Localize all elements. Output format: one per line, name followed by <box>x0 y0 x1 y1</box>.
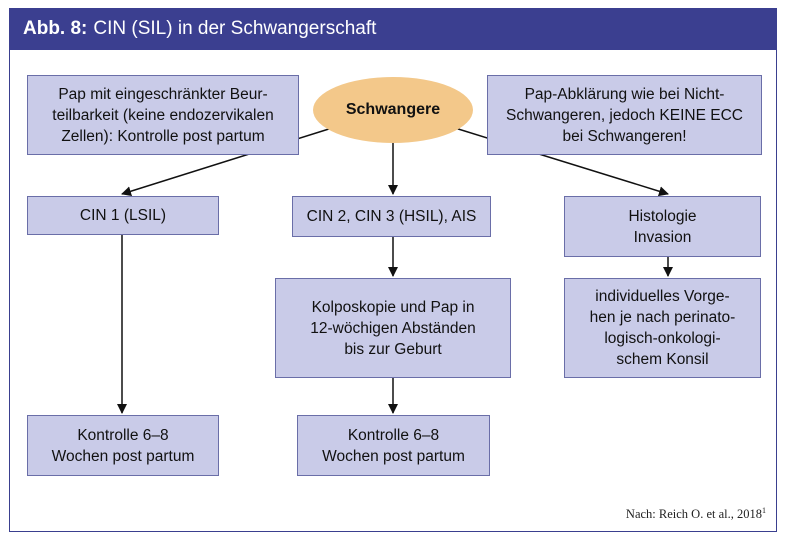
individual-box: individuelles Vorge- hen je nach perinat… <box>564 278 761 378</box>
cin23-box: CIN 2, CIN 3 (HSIL), AIS <box>292 196 491 237</box>
control-left-box: Kontrolle 6–8 Wochen post partum <box>27 415 219 476</box>
source-superscript: 1 <box>762 505 766 515</box>
colposcopy-box: Kolposkopie und Pap in 12-wöchigen Abstä… <box>275 278 511 378</box>
cin1-box: CIN 1 (LSIL) <box>27 196 219 235</box>
control-mid-box: Kontrolle 6–8 Wochen post partum <box>297 415 490 476</box>
pregnant-node: Schwangere <box>313 77 473 143</box>
source-citation: Nach: Reich O. et al., 20181 <box>626 506 766 522</box>
figure-title: CIN (SIL) in der Schwangerschaft <box>93 18 377 39</box>
source-text: Nach: Reich O. et al., 2018 <box>625 507 762 521</box>
histology-box: Histologie Invasion <box>564 196 761 257</box>
right-note-box: Pap-Abklärung wie bei Nicht- Schwangeren… <box>487 75 762 155</box>
figure-label: Abb. 8: <box>23 18 88 39</box>
left-note-box: Pap mit eingeschränkter Beur- teilbarkei… <box>27 75 299 155</box>
figure-header: Abb. 8: CIN (SIL) in der Schwangerschaft <box>9 8 777 50</box>
